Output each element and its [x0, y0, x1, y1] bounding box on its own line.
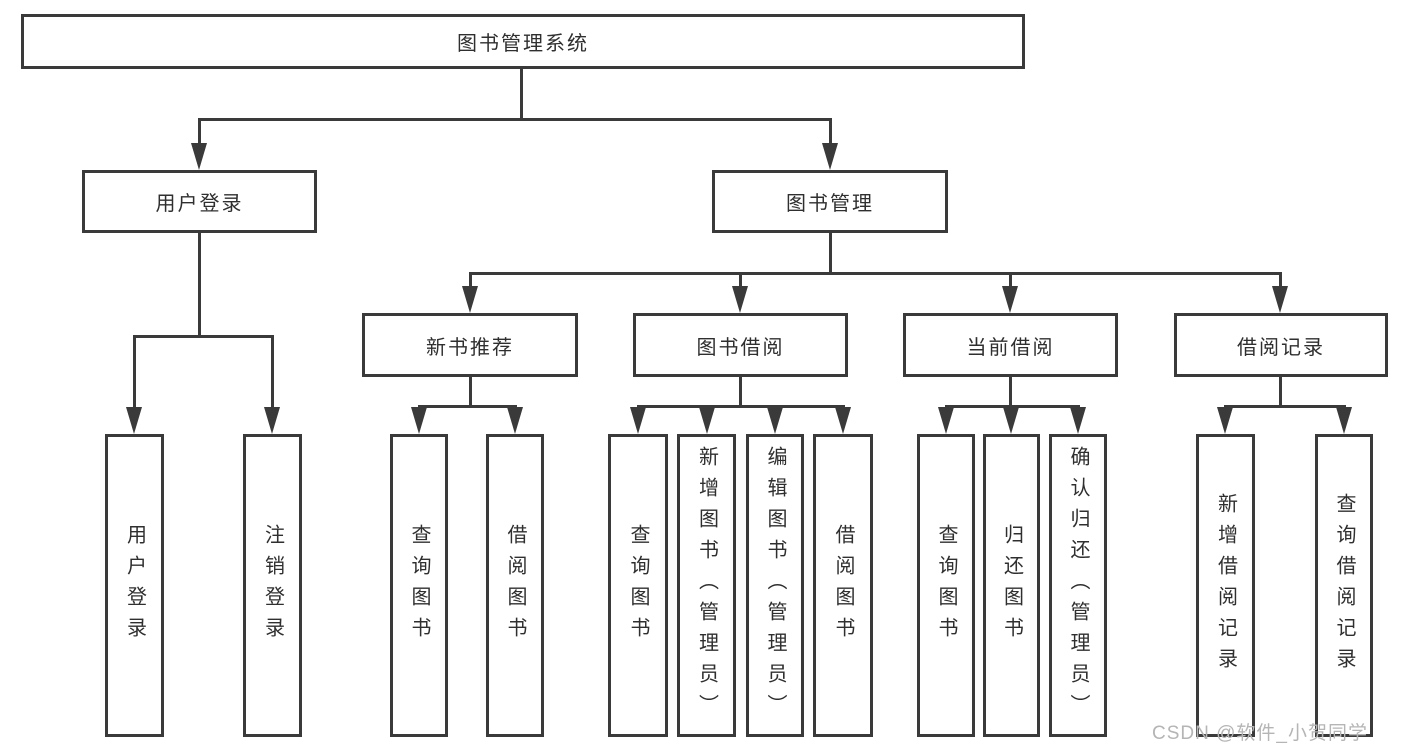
- arrow-to-leaf-return-books: [1003, 407, 1019, 434]
- connector-bookmgmt-drop-1: [469, 272, 472, 288]
- leaf-borrow-books-newrec: 借阅图书: [486, 434, 544, 737]
- connector-root-right-drop: [829, 118, 832, 145]
- leaf-logout: 注销登录: [243, 434, 302, 737]
- node-book-borrow-label: 图书借阅: [696, 336, 785, 359]
- arrow-to-leaf-borrow-books-newrec: [507, 407, 523, 434]
- leaf-edit-books-admin: 编辑图书（管理员）: [746, 434, 804, 737]
- connector-root-rail: [198, 118, 832, 121]
- connector-userlogin-rail: [133, 335, 274, 338]
- connector-bookmgmt-stem: [829, 233, 832, 275]
- node-current-borrow-label: 当前借阅: [966, 336, 1055, 359]
- connector-newrec-rail: [418, 405, 517, 408]
- node-root-label: 图书管理系统: [457, 33, 589, 55]
- node-book-management: 图书管理: [712, 170, 948, 233]
- node-borrow-records-label: 借阅记录: [1237, 336, 1325, 359]
- leaf-query-books-borrow-label: 查询图书: [627, 523, 649, 648]
- connector-root-left-drop: [198, 118, 201, 145]
- connector-bookmgmt-drop-3: [1009, 272, 1012, 288]
- connector-bookmgmt-drop-2: [739, 272, 742, 288]
- connector-userlogin-drop-1: [133, 335, 136, 409]
- node-book-borrow: 图书借阅: [633, 313, 848, 377]
- leaf-borrow-books-borrow: 借阅图书: [813, 434, 873, 737]
- node-root: 图书管理系统: [21, 14, 1025, 69]
- connector-borrowrecords-stem: [1279, 377, 1282, 408]
- arrow-to-borrow-records: [1272, 286, 1288, 313]
- leaf-query-borrow-record: 查询借阅记录: [1315, 434, 1373, 737]
- arrow-to-leaf-add-borrow-record: [1217, 407, 1233, 434]
- connector-borrowrecords-rail: [1224, 405, 1346, 408]
- connector-bookborrow-rail: [637, 405, 845, 408]
- leaf-query-books-newrec-label: 查询图书: [408, 523, 430, 648]
- connector-userlogin-drop-2: [271, 335, 274, 409]
- leaf-add-borrow-record: 新增借阅记录: [1196, 434, 1255, 737]
- connector-root-stem: [520, 66, 523, 118]
- leaf-borrow-books-newrec-label: 借阅图书: [504, 523, 526, 648]
- arrow-to-current-borrow: [1002, 286, 1018, 313]
- connector-newrec-stem: [469, 377, 472, 408]
- arrow-to-user-login: [191, 143, 207, 170]
- leaf-logout-label: 注销登录: [261, 523, 284, 648]
- leaf-user-login-label: 用户登录: [123, 523, 146, 648]
- arrow-to-leaf-query-books-current: [938, 407, 954, 434]
- node-user-login-label: 用户登录: [155, 193, 244, 215]
- leaf-return-books: 归还图书: [983, 434, 1040, 737]
- arrow-to-leaf-query-books-borrow: [630, 407, 646, 434]
- leaf-user-login: 用户登录: [105, 434, 164, 737]
- arrow-to-leaf-edit-books-admin: [767, 407, 783, 434]
- connector-currentborrow-stem: [1009, 377, 1012, 408]
- connector-bookmgmt-rail: [469, 272, 1282, 275]
- arrow-to-leaf-user-login: [126, 407, 142, 434]
- connector-userlogin-stem: [198, 233, 201, 338]
- node-new-book-recommend-label: 新书推荐: [426, 336, 514, 359]
- arrow-to-leaf-query-books-newrec: [411, 407, 427, 434]
- leaf-query-borrow-record-label: 查询借阅记录: [1333, 492, 1355, 679]
- node-new-book-recommend: 新书推荐: [362, 313, 578, 377]
- node-user-login: 用户登录: [82, 170, 317, 233]
- leaf-query-books-current-label: 查询图书: [935, 523, 957, 648]
- leaf-borrow-books-borrow-label: 借阅图书: [832, 523, 854, 648]
- leaf-confirm-return-admin-label: 确认归还（管理员）: [1067, 446, 1089, 725]
- leaf-return-books-label: 归还图书: [1000, 523, 1023, 648]
- node-current-borrow: 当前借阅: [903, 313, 1118, 377]
- arrow-to-leaf-logout: [264, 407, 280, 434]
- leaf-query-books-borrow: 查询图书: [608, 434, 668, 737]
- arrow-to-leaf-borrow-books-borrow: [835, 407, 851, 434]
- watermark: CSDN @软件_小贺同学: [1152, 723, 1368, 744]
- leaf-query-books-current: 查询图书: [917, 434, 975, 737]
- connector-currentborrow-rail: [945, 405, 1080, 408]
- leaf-query-books-newrec: 查询图书: [390, 434, 448, 737]
- node-book-management-label: 图书管理: [786, 193, 874, 215]
- leaf-add-books-admin: 新增图书（管理员）: [677, 434, 736, 737]
- leaf-edit-books-admin-label: 编辑图书（管理员）: [764, 446, 786, 725]
- arrow-to-book-management: [822, 143, 838, 170]
- arrow-to-book-borrow: [732, 286, 748, 313]
- arrow-to-leaf-add-books-admin: [699, 407, 715, 434]
- connector-bookborrow-stem: [739, 377, 742, 408]
- node-borrow-records: 借阅记录: [1174, 313, 1388, 377]
- leaf-confirm-return-admin: 确认归还（管理员）: [1049, 434, 1107, 737]
- leaf-add-books-admin-label: 新增图书（管理员）: [695, 446, 718, 725]
- arrow-to-new-book-recommend: [462, 286, 478, 313]
- leaf-add-borrow-record-label: 新增借阅记录: [1214, 492, 1237, 679]
- arrow-to-leaf-query-borrow-record: [1336, 407, 1352, 434]
- arrow-to-leaf-confirm-return-admin: [1070, 407, 1086, 434]
- connector-bookmgmt-drop-4: [1279, 272, 1282, 288]
